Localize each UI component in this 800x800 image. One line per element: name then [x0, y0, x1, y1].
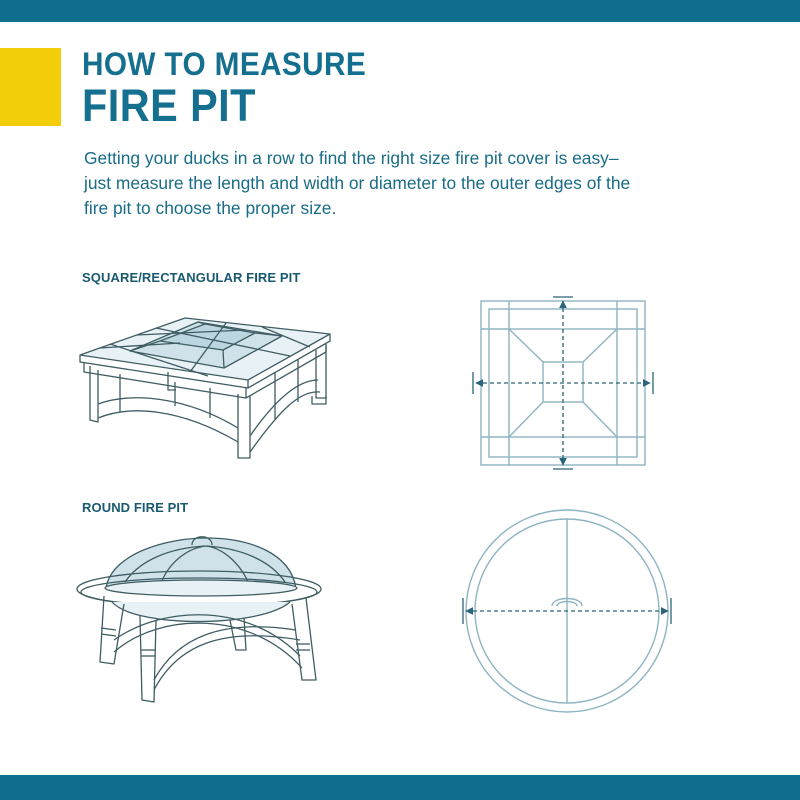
round-measure-lines — [462, 598, 672, 624]
round-section-label: ROUND FIRE PIT — [82, 500, 189, 515]
square-fire-pit-illustration — [79, 317, 331, 459]
intro-line: Getting your ducks in a row to find the … — [84, 148, 619, 168]
intro-paragraph: Getting your ducks in a row to find the … — [84, 146, 684, 221]
intro-line: fire pit to choose the proper size. — [84, 198, 337, 218]
title-line-1: HOW TO MEASURE — [82, 46, 367, 82]
square-section-label: SQUARE/RECTANGULAR FIRE PIT — [82, 270, 301, 285]
bottom-band — [0, 775, 800, 800]
intro-line: just measure the length and width or dia… — [84, 173, 631, 193]
round-fire-pit-illustration — [76, 536, 322, 703]
yellow-accent-block — [0, 48, 61, 126]
top-band — [0, 0, 800, 22]
square-measure-lines — [472, 296, 654, 470]
title-line-2: FIRE PIT — [82, 80, 256, 131]
